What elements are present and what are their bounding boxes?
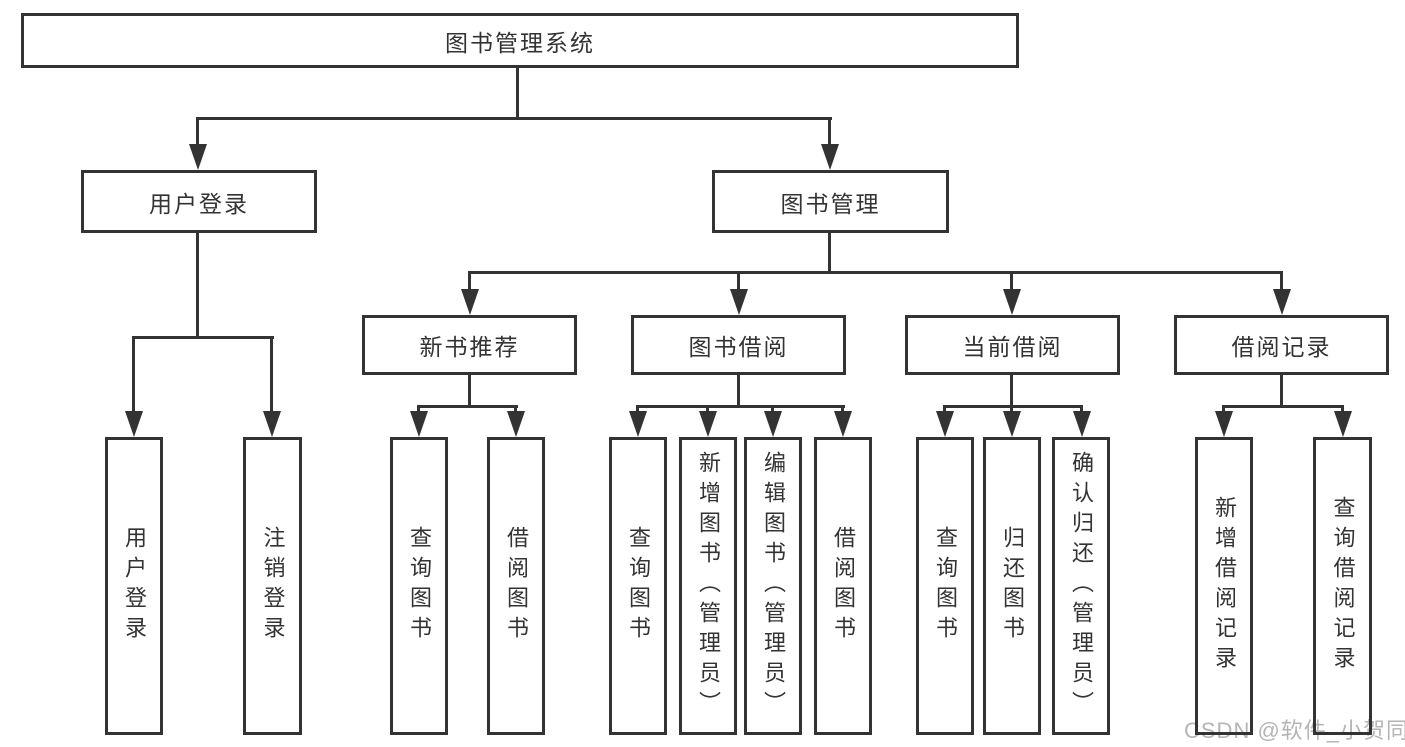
leaf-query-books-borrow: 查询图书 — [609, 437, 667, 735]
connector-line — [1280, 271, 1283, 293]
arrow-down-icon — [461, 289, 479, 315]
arrow-down-icon — [629, 411, 647, 437]
node-new-book-recommend: 新书推荐 — [362, 315, 577, 375]
node-library-system: 图书管理系统 — [21, 13, 1019, 68]
connector-line — [1010, 271, 1013, 293]
connector-line — [828, 117, 831, 150]
arrow-down-icon — [263, 411, 281, 437]
node-user-login: 用户登录 — [81, 170, 317, 233]
connector-line — [270, 336, 273, 418]
arrow-down-icon — [1003, 411, 1021, 437]
node-book-borrowing: 图书借阅 — [631, 315, 846, 375]
connector-line — [943, 405, 1083, 408]
node-label: 归还图书 — [1000, 526, 1025, 646]
connector-line — [516, 68, 519, 120]
node-label: 当前借阅 — [962, 334, 1063, 360]
node-label: 图书管理系统 — [445, 29, 595, 56]
node-label: 图书借阅 — [688, 334, 789, 360]
arrow-down-icon — [410, 411, 428, 437]
connector-line — [132, 336, 274, 339]
node-label: 用户登录 — [122, 526, 147, 646]
leaf-user-login: 用户登录 — [105, 437, 163, 735]
arrow-down-icon — [125, 411, 143, 437]
node-label: 注销登录 — [260, 526, 286, 646]
node-current-borrowing: 当前借阅 — [905, 315, 1120, 375]
watermark: CSDN @软件_小贺同学 — [1184, 718, 1405, 743]
node-label: 查询图书 — [933, 526, 958, 646]
leaf-logout: 注销登录 — [243, 437, 302, 735]
node-book-management: 图书管理 — [712, 170, 949, 233]
leaf-confirm-return-admin: 确认归还（管理员） — [1052, 437, 1110, 735]
node-label: 图书管理 — [780, 190, 881, 217]
leaf-query-borrow-record: 查询借阅记录 — [1313, 437, 1372, 735]
leaf-borrow-books-recommend: 借阅图书 — [487, 437, 545, 735]
arrow-down-icon — [699, 411, 717, 437]
leaf-return-book: 归还图书 — [983, 437, 1041, 735]
node-borrowing-records: 借阅记录 — [1174, 315, 1389, 375]
connector-line — [1280, 375, 1283, 408]
arrow-down-icon — [1273, 289, 1291, 315]
connector-line — [196, 117, 832, 120]
arrow-down-icon — [1003, 289, 1021, 315]
leaf-borrow-books: 借阅图书 — [814, 437, 872, 735]
connector-line — [132, 336, 135, 418]
leaf-query-books-current: 查询图书 — [916, 437, 974, 735]
arrow-down-icon — [821, 144, 839, 170]
node-label: 用户登录 — [149, 190, 249, 217]
node-label: 确认归还（管理员） — [1069, 451, 1094, 721]
connector-line — [468, 271, 1283, 274]
node-label: 新增借阅记录 — [1212, 496, 1237, 676]
arrow-down-icon — [834, 411, 852, 437]
connector-line — [1010, 375, 1013, 408]
arrow-down-icon — [1215, 411, 1233, 437]
leaf-add-borrow-record: 新增借阅记录 — [1195, 437, 1253, 735]
connector-line — [417, 405, 518, 408]
node-label: 借阅记录 — [1231, 334, 1332, 360]
node-label: 查询借阅记录 — [1330, 496, 1356, 676]
arrow-down-icon — [730, 289, 748, 315]
node-label: 编辑图书（管理员） — [761, 451, 786, 721]
arrow-down-icon — [936, 411, 954, 437]
node-label: 新书推荐 — [419, 334, 520, 360]
connector-line — [737, 375, 740, 408]
arrow-down-icon — [1334, 411, 1352, 437]
connector-line — [468, 271, 471, 293]
node-label: 查询图书 — [407, 526, 432, 646]
connector-line — [636, 405, 845, 408]
node-label: 新增图书（管理员） — [696, 451, 721, 721]
connector-line — [737, 271, 740, 293]
node-label: 借阅图书 — [831, 526, 856, 646]
connector-line — [1222, 405, 1344, 408]
arrow-down-icon — [1073, 411, 1091, 437]
leaf-add-book-admin: 新增图书（管理员） — [679, 437, 737, 735]
connector-line — [468, 375, 471, 408]
node-label: 查询图书 — [626, 526, 651, 646]
arrow-down-icon — [189, 144, 207, 170]
arrow-down-icon — [764, 411, 782, 437]
connector-line — [828, 233, 831, 274]
leaf-query-books-recommend: 查询图书 — [390, 437, 448, 735]
connector-line — [196, 233, 199, 339]
node-label: 借阅图书 — [504, 526, 529, 646]
connector-line — [196, 117, 199, 150]
arrow-down-icon — [507, 411, 525, 437]
leaf-edit-book-admin: 编辑图书（管理员） — [744, 437, 802, 735]
